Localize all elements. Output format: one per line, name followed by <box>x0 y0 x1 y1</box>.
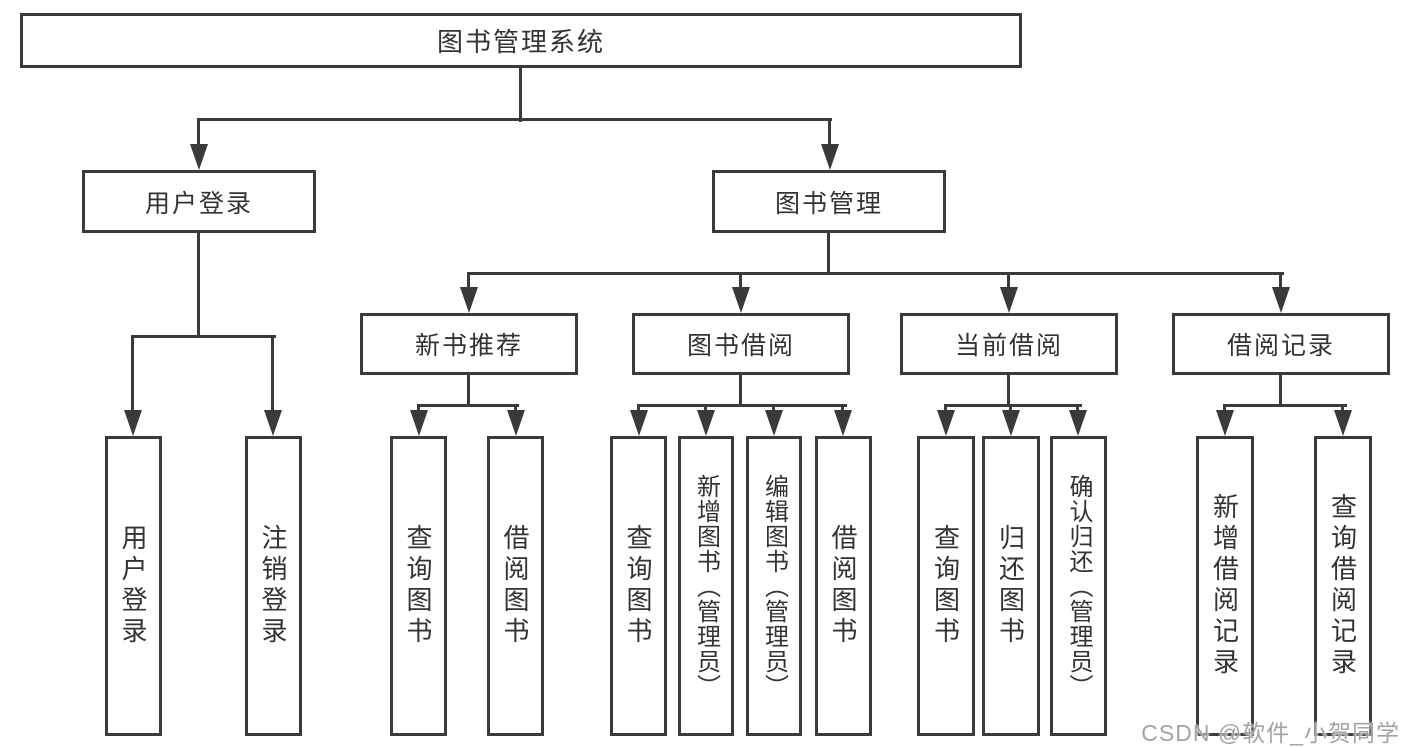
arrow-down-icon <box>765 410 783 436</box>
node-new-book-recommend: 新书推荐 <box>360 313 578 375</box>
connector-vline <box>1009 404 1012 414</box>
arrow-down-icon <box>264 410 282 436</box>
node-book-borrow: 图书借阅 <box>632 313 850 375</box>
arrow-down-icon <box>630 410 648 436</box>
connector-hline <box>197 118 832 121</box>
connector-vline <box>519 68 522 122</box>
node-borrow-record: 借阅记录 <box>1172 313 1390 375</box>
node-book-management: 图书管理 <box>712 170 946 233</box>
connector-vline <box>739 375 742 407</box>
connector-vline <box>828 118 831 146</box>
connector-vline <box>637 404 640 414</box>
connector-vline <box>827 233 830 275</box>
connector-vline <box>417 404 420 414</box>
connector-vline <box>514 404 517 414</box>
connector-vline <box>197 233 200 338</box>
arrow-down-icon <box>732 287 750 313</box>
arrow-down-icon <box>460 287 478 313</box>
leaf-edit-books-admin: 编辑图书（管理员） <box>746 436 802 736</box>
leaf-return-books: 归还图书 <box>982 436 1040 736</box>
connector-hline <box>467 272 1284 275</box>
node-root: 图书管理系统 <box>20 13 1022 68</box>
arrow-down-icon <box>821 144 839 170</box>
connector-hline <box>637 404 847 407</box>
leaf-user-login: 用户登录 <box>105 436 162 736</box>
connector-vline <box>1279 375 1282 407</box>
connector-vline <box>467 375 470 407</box>
arrow-down-icon <box>190 144 208 170</box>
leaf-logout: 注销登录 <box>245 436 302 736</box>
arrow-down-icon <box>937 410 955 436</box>
leaf-query-books-current: 查询图书 <box>917 436 975 736</box>
arrow-down-icon <box>1272 287 1290 313</box>
leaf-borrow-books-recommend: 借阅图书 <box>487 436 544 736</box>
arrow-down-icon <box>1000 287 1018 313</box>
connector-hline <box>417 404 519 407</box>
connector-vline <box>131 335 134 412</box>
csdn-watermark: CSDN @软件_小贺同学 <box>1141 720 1400 746</box>
connector-vline <box>271 335 274 412</box>
leaf-add-books-admin: 新增图书（管理员） <box>678 436 734 736</box>
connector-vline <box>1279 272 1282 290</box>
node-user-login: 用户登录 <box>82 170 316 233</box>
arrow-down-icon <box>124 410 142 436</box>
arrow-down-icon <box>1002 410 1020 436</box>
connector-vline <box>197 118 200 146</box>
connector-vline <box>944 404 947 414</box>
leaf-add-borrow-record: 新增借阅记录 <box>1196 436 1254 736</box>
leaf-query-books-borrow: 查询图书 <box>610 436 667 736</box>
connector-vline <box>772 404 775 414</box>
arrow-down-icon <box>410 410 428 436</box>
leaf-query-borrow-record: 查询借阅记录 <box>1314 436 1372 736</box>
connector-vline <box>1341 404 1344 414</box>
arrow-down-icon <box>507 410 525 436</box>
arrow-down-icon <box>1334 410 1352 436</box>
arrow-down-icon <box>1069 410 1087 436</box>
connector-hline <box>131 335 276 338</box>
connector-vline <box>1076 404 1079 414</box>
connector-vline <box>704 404 707 414</box>
connector-vline <box>1007 375 1010 407</box>
connector-vline <box>739 272 742 290</box>
connector-vline <box>841 404 844 414</box>
leaf-confirm-return-admin: 确认归还（管理员） <box>1050 436 1107 736</box>
arrow-down-icon <box>1216 410 1234 436</box>
connector-vline <box>1007 272 1010 290</box>
leaf-query-books-recommend: 查询图书 <box>390 436 447 736</box>
connector-vline <box>467 272 470 290</box>
connector-hline <box>1223 404 1347 407</box>
node-current-borrow: 当前借阅 <box>900 313 1118 375</box>
arrow-down-icon <box>697 410 715 436</box>
arrow-down-icon <box>834 410 852 436</box>
connector-vline <box>1223 404 1226 414</box>
leaf-borrow-books: 借阅图书 <box>815 436 872 736</box>
connector-hline <box>944 404 1082 407</box>
